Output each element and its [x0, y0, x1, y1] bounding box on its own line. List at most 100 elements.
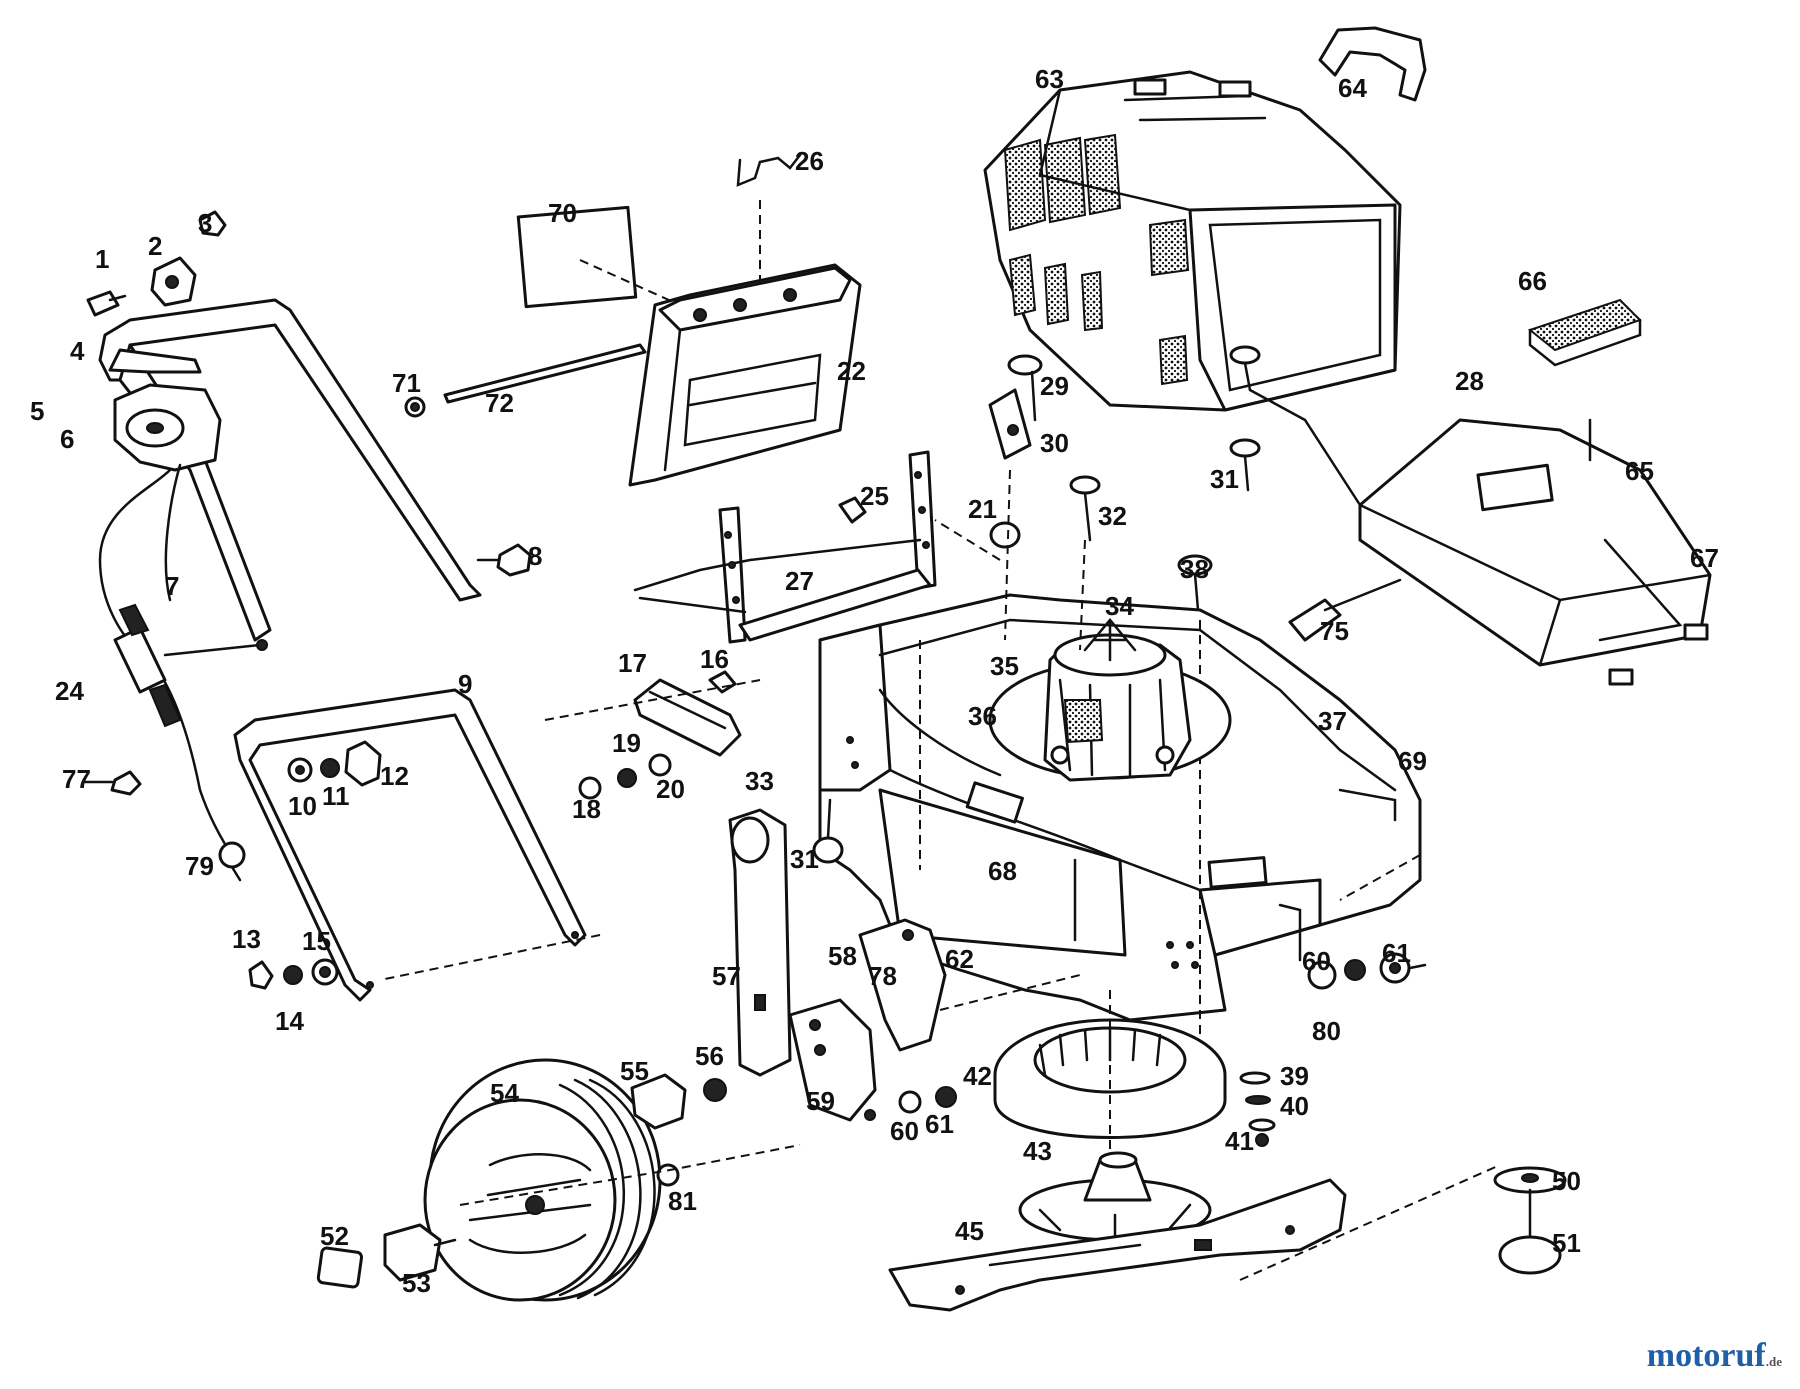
- part-number-label: 13: [232, 924, 261, 954]
- part-number-label: 36: [968, 701, 997, 731]
- part-number-label: 26: [795, 146, 824, 176]
- part-number-label: 70: [548, 198, 577, 228]
- part-number-label: 2: [148, 231, 162, 261]
- part-number-label: 33: [745, 766, 774, 796]
- part-number-label: 68: [988, 856, 1017, 886]
- wheel: [423, 1058, 662, 1302]
- part-number-label: 41: [1225, 1126, 1254, 1156]
- part-number-label: 25: [860, 481, 889, 511]
- part-number-label: 81: [668, 1186, 697, 1216]
- part-number-label: 12: [380, 761, 409, 791]
- hub-cap: [316, 1246, 364, 1289]
- part-number-label: 67: [1690, 543, 1719, 573]
- part-number-label: 35: [990, 651, 1019, 681]
- hinge-rod: [443, 343, 647, 404]
- part-number-label: 79: [185, 851, 214, 881]
- part-number-label: 3: [198, 208, 212, 238]
- part-number-label: 28: [1455, 366, 1484, 396]
- part-number-label: 60: [1302, 946, 1331, 976]
- rear-bracket: [633, 450, 937, 644]
- part-number-label: 17: [618, 648, 647, 678]
- part-number-label: 61: [1382, 938, 1411, 968]
- label-plate: [516, 205, 638, 309]
- part-number-label: 18: [572, 794, 601, 824]
- part-number-label: 42: [963, 1061, 992, 1091]
- part-number-label: 53: [402, 1268, 431, 1298]
- part-number-label: 22: [837, 356, 866, 386]
- part-number-label: 15: [302, 926, 331, 956]
- part-number-label: 61: [925, 1109, 954, 1139]
- part-number-label: 72: [485, 388, 514, 418]
- lower-handle: [233, 688, 587, 1002]
- part-number-label: 27: [785, 566, 814, 596]
- part-number-label: 58: [828, 941, 857, 971]
- part-number-label: 63: [1035, 64, 1064, 94]
- catcher-handle: [1318, 26, 1427, 102]
- part-number-label: 9: [458, 669, 472, 699]
- bracket-screw: [838, 496, 867, 524]
- part-number-label: 30: [1040, 428, 1069, 458]
- part-number-label: 39: [1280, 1061, 1309, 1091]
- upper-handle: [98, 298, 482, 642]
- wheel-screw: [383, 1223, 442, 1282]
- part-number-label: 21: [968, 494, 997, 524]
- motor: [988, 618, 1232, 782]
- part-number-label: 38: [1180, 554, 1209, 584]
- part-number-label: 80: [1312, 1016, 1341, 1046]
- part-number-label: 50: [1552, 1166, 1581, 1196]
- part-number-label: 66: [1518, 266, 1547, 296]
- part-number-label: 11: [322, 781, 350, 811]
- part-number-label: 19: [612, 728, 641, 758]
- part-number-label: 54: [490, 1078, 519, 1108]
- fan-ring: [993, 1018, 1227, 1139]
- part-number-label: 24: [55, 676, 84, 706]
- mower-deck: [818, 593, 1422, 1050]
- rear-flap: [628, 263, 862, 487]
- part-number-label: 29: [1040, 371, 1069, 401]
- part-number-label: 78: [868, 961, 897, 991]
- cable-clamp: [113, 626, 167, 694]
- part-number-label: 51: [1552, 1228, 1581, 1258]
- motor-cover: [1358, 418, 1712, 686]
- part-number-label: 40: [1280, 1091, 1309, 1121]
- part-number-label: 31: [1210, 464, 1239, 494]
- part-number-label: 10: [288, 791, 317, 821]
- part-number-label: 8: [528, 541, 542, 571]
- part-number-label: 75: [1320, 616, 1349, 646]
- part-number-label: 16: [700, 644, 729, 674]
- part-number-label: 5: [30, 396, 44, 426]
- blade-bolt: [1498, 1235, 1562, 1275]
- part-number-label: 4: [70, 336, 85, 366]
- part-number-label: 77: [62, 764, 91, 794]
- deck-screws: [812, 345, 1592, 864]
- part-number-label: 55: [620, 1056, 649, 1086]
- axle-brackets: [728, 808, 1081, 1122]
- part-number-label: 57: [712, 961, 741, 991]
- part-number-label: 56: [695, 1041, 724, 1071]
- axle-bolt: [630, 1073, 687, 1130]
- blade-adapter: [1018, 1151, 1212, 1242]
- part-number-label: 20: [656, 774, 685, 804]
- fasteners-left: [83, 210, 532, 990]
- part-number-label: 65: [1625, 456, 1654, 486]
- part-number-label: 71: [392, 368, 421, 398]
- part-number-label: 37: [1318, 706, 1347, 736]
- part-number-label: 52: [320, 1221, 349, 1251]
- part-number-label: 62: [945, 944, 974, 974]
- grass-catcher: [983, 70, 1402, 412]
- part-number-label: 32: [1098, 501, 1127, 531]
- watermark-brand: motoruf: [1646, 1337, 1766, 1374]
- part-number-label: 34: [1105, 591, 1134, 621]
- part-number-label: 43: [1023, 1136, 1052, 1166]
- part-number-label: 6: [60, 424, 74, 454]
- part-number-label: 31: [790, 844, 819, 874]
- part-number-label: 45: [955, 1216, 984, 1246]
- part-number-label: 60: [890, 1116, 919, 1146]
- watermark: motoruf.de: [1647, 1337, 1782, 1375]
- spring: [736, 153, 802, 187]
- screw-7: [163, 643, 262, 657]
- part-number-label: 7: [165, 571, 179, 601]
